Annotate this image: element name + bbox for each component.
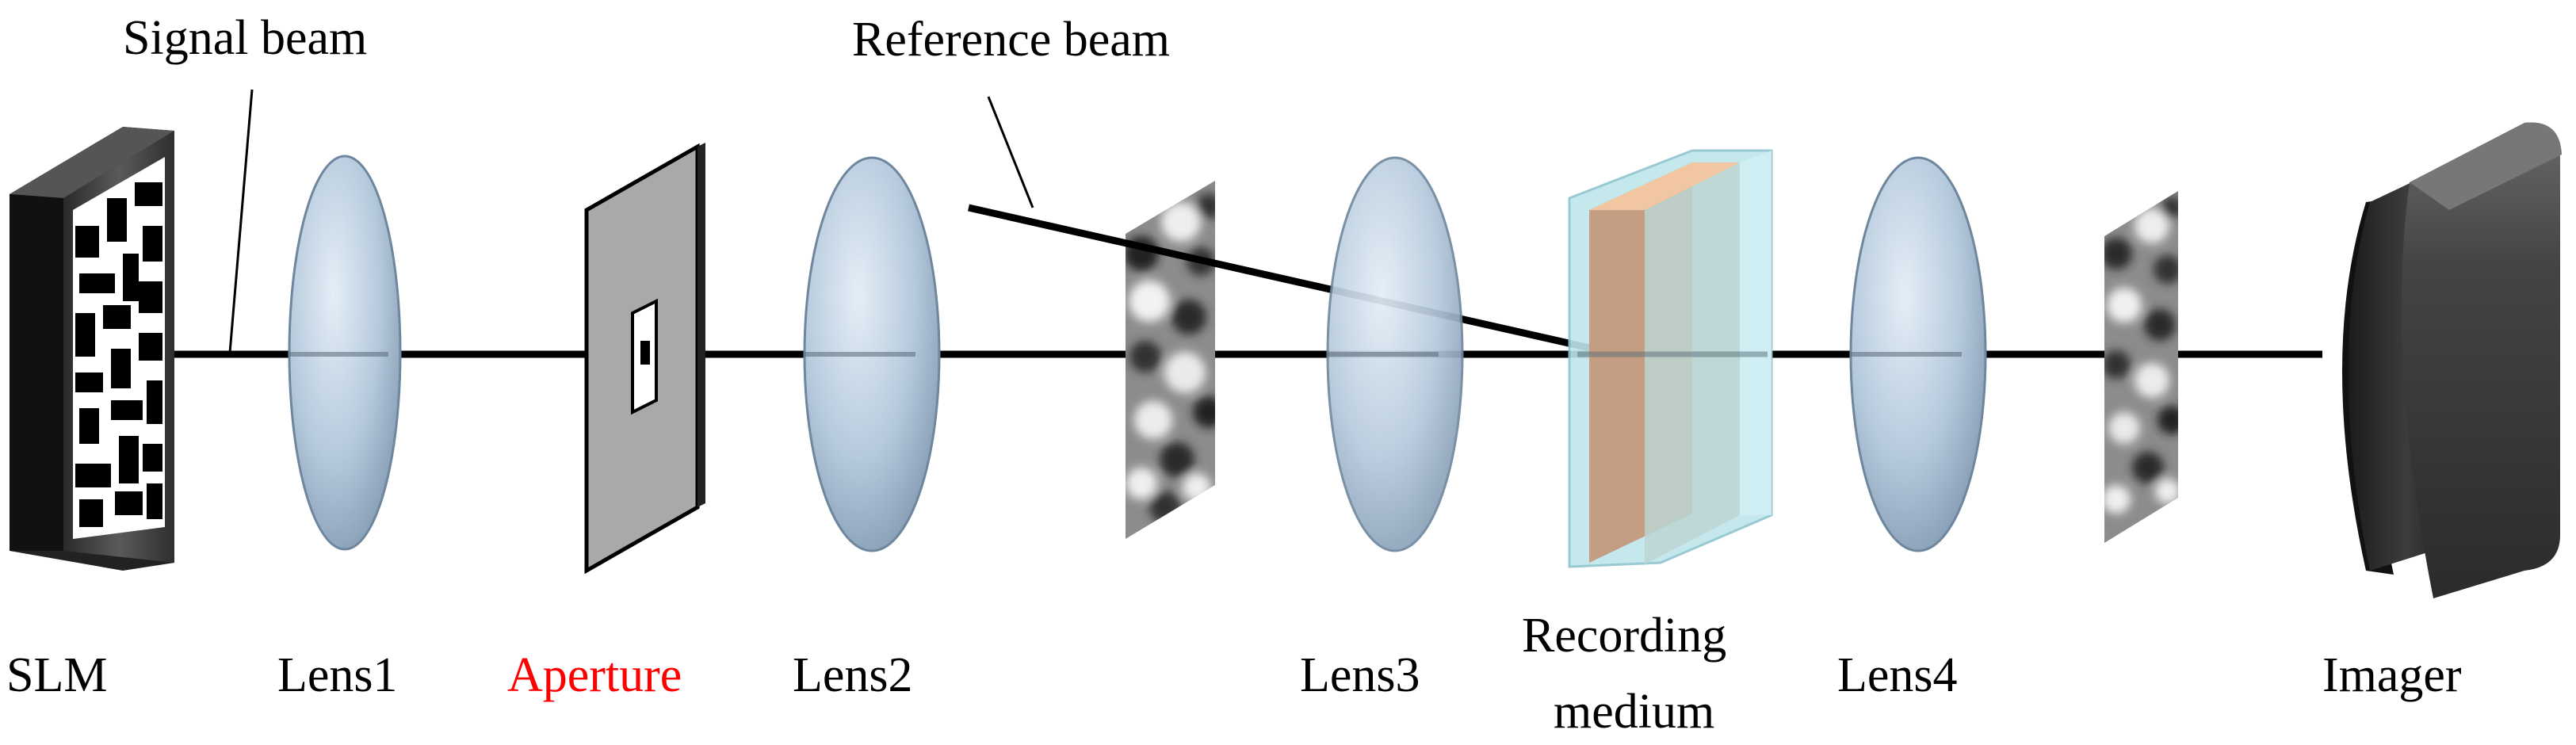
imager-label: Imager xyxy=(2322,648,2462,702)
speckle-mask-2 xyxy=(2104,191,2178,543)
speckle-mask-1 xyxy=(1126,181,1215,539)
lens4-lens xyxy=(1849,156,1987,552)
reference-beam-label: Reference beam xyxy=(852,13,1170,67)
recording-medium-label-line2: medium xyxy=(1554,685,1714,739)
lens2-label: Lens2 xyxy=(793,648,913,702)
labels: Signal beam Reference beam SLM Lens1 Ape… xyxy=(6,11,2462,739)
lens3-label: Lens3 xyxy=(1300,648,1420,702)
aperture-pinhole xyxy=(640,341,650,365)
aperture-plate xyxy=(584,143,705,575)
lens4-label: Lens4 xyxy=(1837,648,1958,702)
signal-beam-leader xyxy=(228,89,254,353)
slm-device xyxy=(10,127,174,571)
lens3-lens xyxy=(1326,156,1464,552)
imager-device xyxy=(2342,122,2562,598)
lens1-lens xyxy=(288,155,402,551)
lens1-label: Lens1 xyxy=(277,648,398,702)
lens2-lens xyxy=(803,156,941,552)
reference-beam-leader xyxy=(987,96,1034,208)
recording-medium-label-line1: Recording xyxy=(1522,609,1726,663)
signal-beam-label: Signal beam xyxy=(123,11,367,65)
aperture-label: Aperture xyxy=(507,648,682,702)
reference-beam xyxy=(968,204,1594,353)
recording-medium xyxy=(1568,149,1773,568)
slm-binary-pattern xyxy=(73,157,165,539)
slm-label: SLM xyxy=(6,648,107,702)
leader-lines xyxy=(228,89,1034,353)
